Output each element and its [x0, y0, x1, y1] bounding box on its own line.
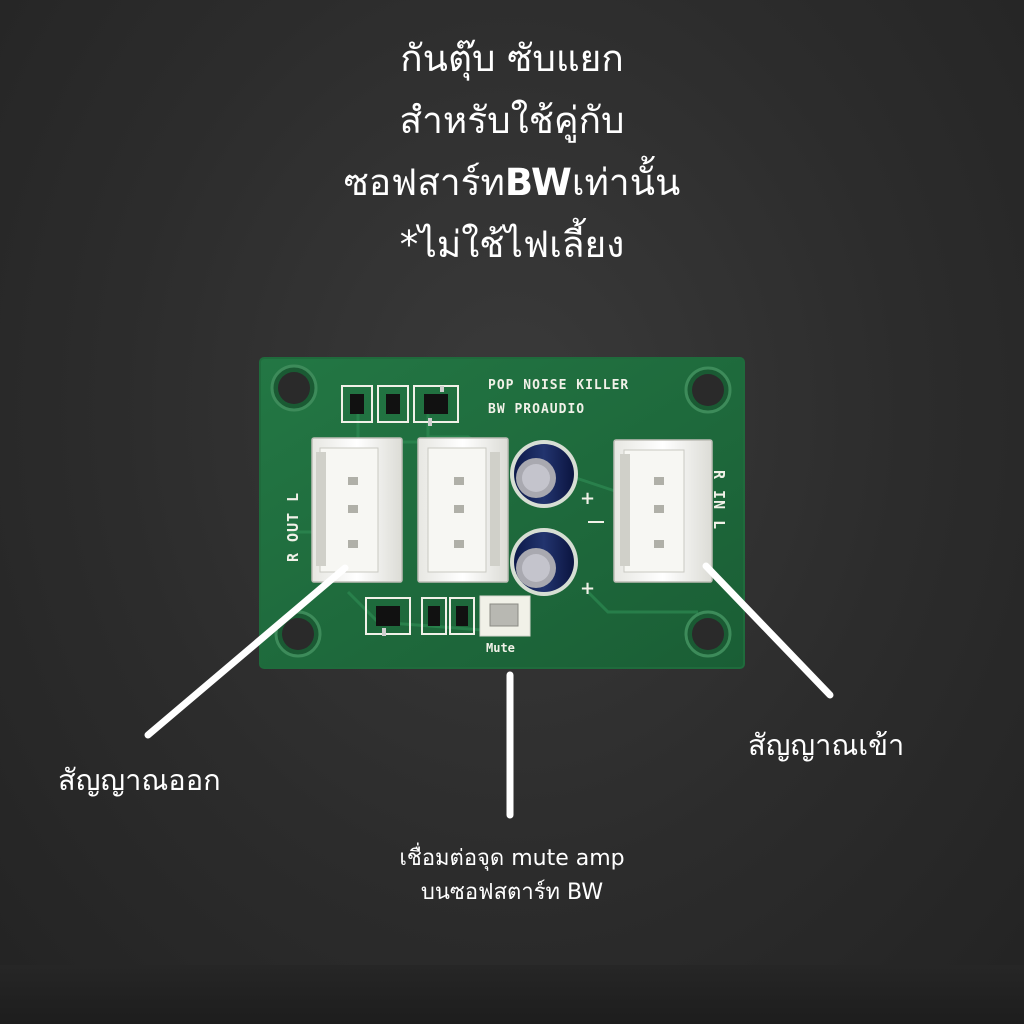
smd-resistors-bottom — [421, 597, 475, 635]
svg-text:+: + — [580, 578, 595, 599]
input-connector — [613, 439, 713, 583]
headline-line-3-prefix: ซอฟสาร์ท — [343, 161, 505, 204]
headline-line-3: ซอฟสาร์ทBWเท่านั้น — [0, 152, 1024, 214]
pointer-in — [702, 562, 834, 699]
smd-resistors-top — [341, 385, 409, 423]
pointer-out — [144, 564, 349, 739]
headline-line-3-brand: BW — [504, 161, 572, 204]
mute-connection-label: เชื่อมต่อจุด mute amp บนซอฟสตาร์ท BW — [312, 842, 712, 910]
mute-pad — [479, 595, 531, 637]
capacitor-bottom: + — [510, 528, 595, 599]
mute-connector — [417, 437, 509, 583]
mute-silkscreen: Mute — [486, 641, 515, 655]
capacitor-top: + — [510, 440, 595, 509]
mounting-holes — [270, 364, 732, 658]
table-edge — [0, 965, 1024, 1024]
signal-out-label: สัญญาณออก — [58, 763, 221, 797]
board-brand: BW PROAUDIO — [488, 402, 585, 417]
headline-line-2: สำหรับใช้คู่กับ — [399, 99, 625, 142]
output-connector — [311, 437, 403, 583]
board-title: POP NOISE KILLER — [488, 378, 629, 393]
transistor-bottom — [365, 597, 411, 636]
pcb-board: POP NOISE KILLER BW PROAUDIO R OUT L R I… — [259, 357, 745, 669]
signal-in-label: สัญญาณเข้า — [748, 728, 905, 762]
headline-line-1: กันตุ๊บ ซับแยก — [400, 37, 624, 80]
in-silkscreen: R IN L — [710, 470, 728, 530]
svg-text:+: + — [580, 488, 595, 509]
transistor-top — [413, 385, 459, 426]
pcb-board-photo: POP NOISE KILLER BW PROAUDIO R OUT L R I… — [258, 352, 748, 674]
out-silkscreen: R OUT L — [284, 492, 302, 562]
mute-connection-line-2: บนซอฟสตาร์ท BW — [420, 880, 604, 905]
headline: กันตุ๊บ ซับแยก สำหรับใช้คู่กับ ซอฟสาร์ทB… — [0, 28, 1024, 276]
mute-connection-line-1: เชื่อมต่อจุด mute amp — [399, 846, 625, 871]
headline-line-4: *ไม่ใช้ไฟเลี้ยง — [399, 223, 625, 266]
headline-line-3-suffix: เท่านั้น — [571, 161, 681, 204]
